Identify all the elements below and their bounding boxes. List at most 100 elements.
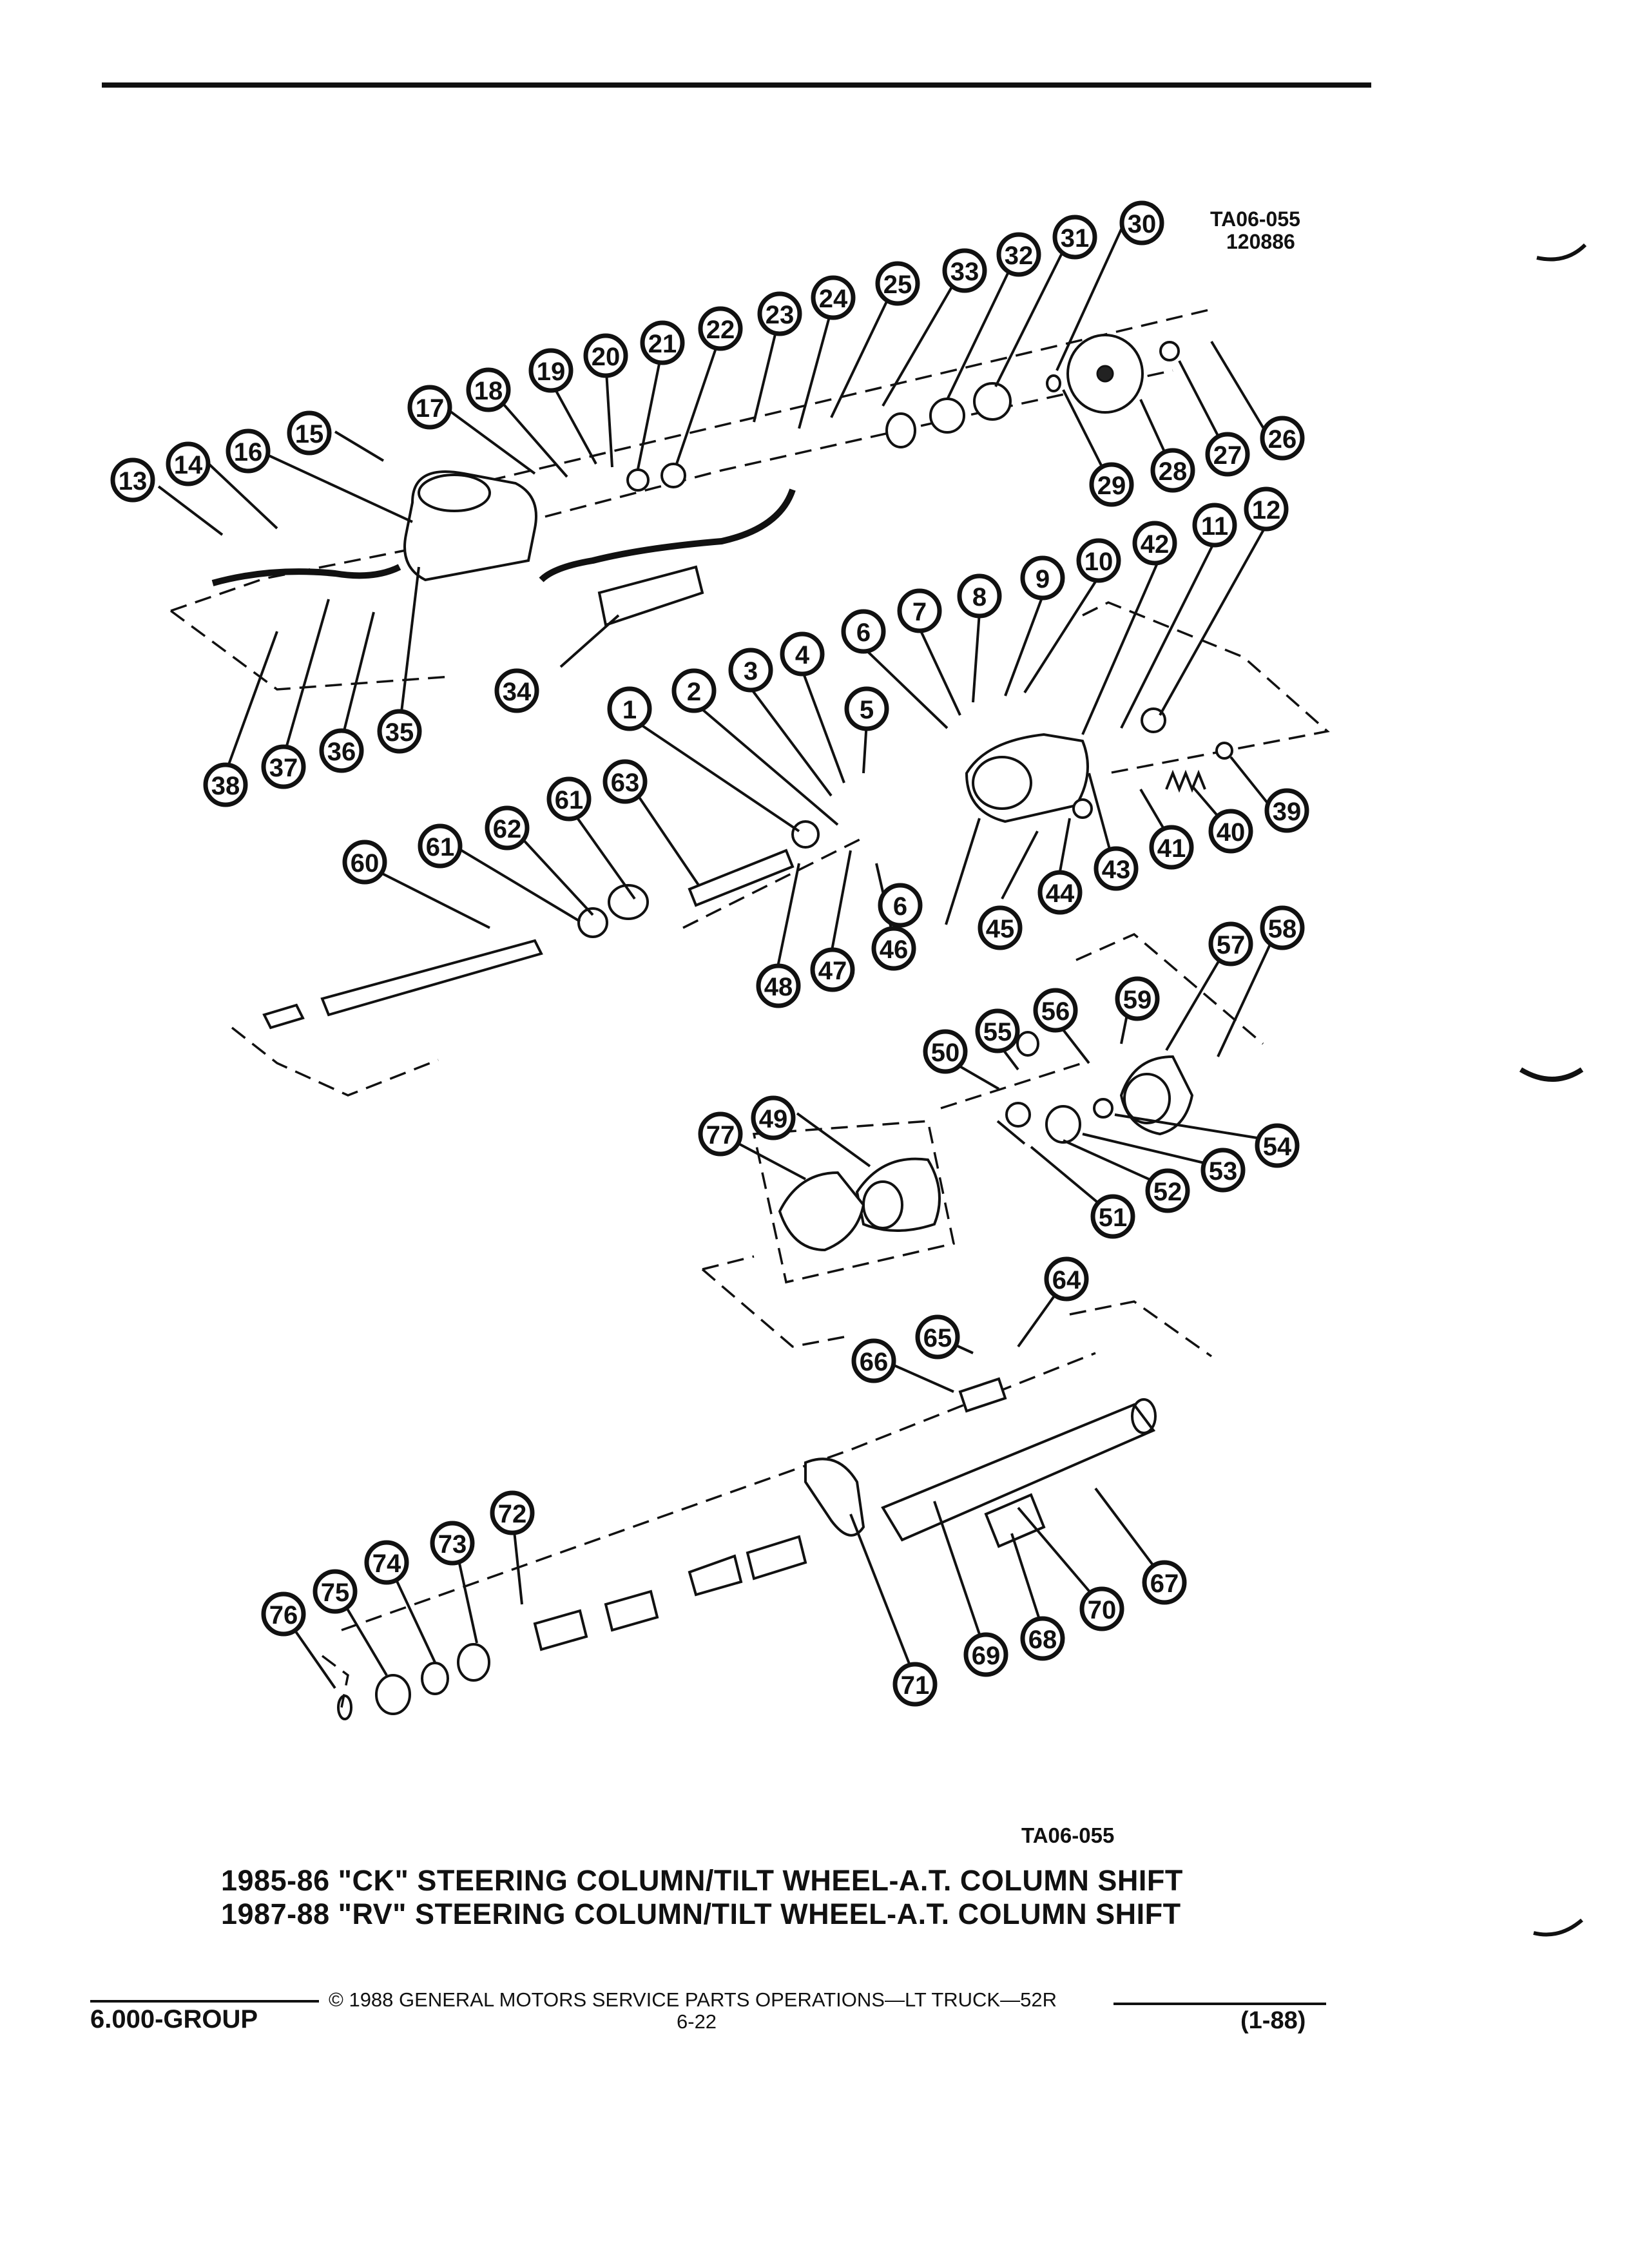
- callout-65: 65: [915, 1314, 960, 1360]
- callout-37: 37: [261, 744, 306, 789]
- callout-50: 50: [923, 1029, 968, 1074]
- callout-11: 11: [1192, 503, 1237, 548]
- callout-circle: [1208, 921, 1253, 966]
- callout-circle: [1052, 215, 1097, 260]
- callout-5: 5: [844, 686, 889, 731]
- callout-number: 62: [493, 815, 522, 843]
- callout-circle: [287, 410, 332, 456]
- callout-circle: [466, 367, 511, 412]
- callout-circle: [640, 320, 685, 365]
- parts: [211, 334, 1233, 1720]
- callout-57: 57: [1208, 921, 1253, 966]
- callout-number: 69: [972, 1642, 1001, 1670]
- callout-4: 4: [780, 631, 825, 677]
- callout-30: 30: [1119, 200, 1164, 245]
- callout-number: 59: [1123, 986, 1152, 1014]
- callout-circle: [407, 385, 452, 430]
- callout-38: 38: [203, 762, 248, 807]
- callout-number: 5: [860, 696, 874, 724]
- callout-number: 1: [622, 696, 637, 724]
- callout-number: 68: [1028, 1626, 1057, 1654]
- callout-28: 28: [1150, 448, 1195, 493]
- callout-number: 16: [234, 438, 263, 466]
- callout-number: 38: [211, 772, 240, 800]
- callout-circle: [1037, 870, 1083, 915]
- callout-53: 53: [1200, 1148, 1246, 1193]
- callout-circle: [528, 348, 574, 393]
- callout-circle: [844, 686, 889, 731]
- callout-48: 48: [756, 963, 801, 1008]
- callout-number: 48: [764, 973, 793, 1001]
- lock-housing-part: [965, 733, 1089, 823]
- callout-23: 23: [757, 291, 802, 336]
- callout-circle: [226, 428, 271, 474]
- callout-20: 20: [583, 333, 628, 378]
- callout-number: 3: [744, 657, 758, 686]
- callout-21: 21: [640, 320, 685, 365]
- callout-15: 15: [287, 410, 332, 456]
- callout-circle: [892, 1662, 938, 1707]
- callout-circle: [430, 1521, 475, 1566]
- callout-circle: [851, 1338, 896, 1383]
- callout-6: 6: [841, 609, 886, 654]
- callout-number: 45: [986, 915, 1015, 943]
- callout-number: 43: [1102, 856, 1131, 884]
- callout-22: 22: [698, 306, 743, 351]
- callout-56: 56: [1033, 988, 1078, 1033]
- callout-circle: [1255, 1123, 1300, 1168]
- callout-77: 77: [698, 1111, 743, 1157]
- callout-circle: [671, 668, 717, 713]
- callout-circle: [364, 1540, 409, 1585]
- callout-circle: [780, 631, 825, 677]
- callout-number: 46: [880, 936, 909, 964]
- callout-number: 74: [372, 1550, 401, 1578]
- callout-circle: [1132, 521, 1177, 566]
- callout-number: 61: [555, 786, 584, 814]
- callout-29: 29: [1089, 462, 1134, 507]
- callout-circle: [728, 648, 773, 693]
- callout-number: 32: [1005, 242, 1034, 270]
- callout-number: 33: [950, 258, 979, 286]
- callout-72: 72: [490, 1490, 535, 1535]
- callout-circle: [757, 291, 802, 336]
- callout-66: 66: [851, 1338, 896, 1383]
- callout-number: 52: [1153, 1178, 1182, 1206]
- callout-circle: [1260, 416, 1305, 461]
- callout-9: 9: [1020, 555, 1065, 601]
- callout-number: 26: [1268, 425, 1297, 454]
- callout-circle: [607, 686, 652, 731]
- callout-number: 21: [648, 330, 677, 358]
- callout-number: 10: [1084, 548, 1113, 576]
- callout-circle: [313, 1569, 358, 1614]
- callout-circle: [1260, 905, 1305, 950]
- callout-number: 17: [416, 394, 445, 423]
- shift-bowl-part: [778, 1157, 941, 1252]
- callout-circle: [698, 306, 743, 351]
- callout-number: 37: [269, 754, 298, 782]
- callout-26: 26: [1260, 416, 1305, 461]
- callout-74: 74: [364, 1540, 409, 1585]
- callout-24: 24: [811, 275, 856, 320]
- callout-49: 49: [751, 1095, 796, 1140]
- callout-number: 19: [537, 358, 566, 386]
- callout-circle: [602, 759, 648, 804]
- callout-number: 65: [923, 1324, 952, 1352]
- callout-circle: [494, 668, 539, 713]
- callout-circle: [418, 823, 463, 869]
- callout-number: 24: [819, 285, 848, 313]
- callout-circle: [1205, 432, 1250, 477]
- callout-18: 18: [466, 367, 511, 412]
- callout-circle: [810, 947, 855, 992]
- callout-circle: [1044, 1256, 1089, 1302]
- callout-number: 56: [1041, 997, 1070, 1026]
- callout-circle: [915, 1314, 960, 1360]
- caption-code: TA06-055: [1021, 1823, 1115, 1847]
- callout-27: 27: [1205, 432, 1250, 477]
- callout-circle: [875, 261, 920, 306]
- callout-number: 23: [766, 301, 795, 329]
- callout-10: 10: [1076, 538, 1121, 583]
- callout-number: 36: [327, 738, 356, 766]
- callout-circle: [203, 762, 248, 807]
- callout-1: 1: [607, 686, 652, 731]
- callout-63: 63: [602, 759, 648, 804]
